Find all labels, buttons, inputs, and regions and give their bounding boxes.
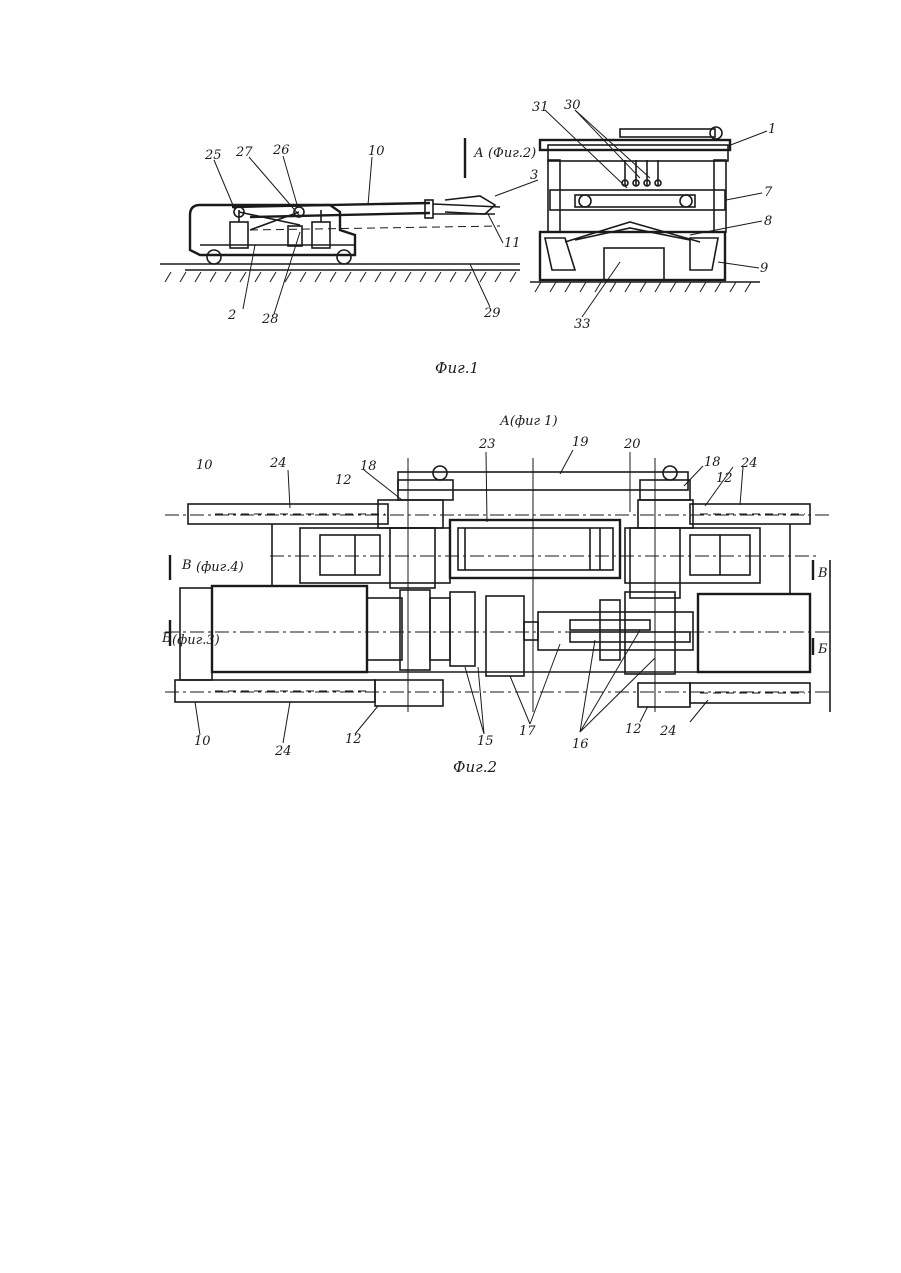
section-b2-left: Б (161, 631, 172, 646)
label-1: 1 (768, 122, 776, 137)
label-18-left: 18 (360, 459, 377, 474)
label-3: 3 (530, 168, 538, 183)
press-base (540, 232, 725, 280)
label-10-bottom: 10 (194, 734, 211, 749)
fig2-view-title: А(фиг 1) (499, 414, 558, 429)
label-12-top-left: 12 (335, 473, 352, 488)
label-19: 19 (572, 435, 589, 450)
label-23: 23 (478, 437, 496, 452)
label-26: 26 (272, 143, 290, 158)
label-29: 29 (483, 306, 501, 321)
section-b-left: В (181, 558, 192, 573)
ground-hatch-left (165, 272, 516, 282)
ground-hatch-right (535, 282, 751, 292)
label-16: 16 (572, 737, 589, 752)
label-24-top-right: 24 (740, 456, 758, 471)
label-9: 9 (760, 261, 768, 276)
label-2: 2 (227, 308, 236, 323)
label-12-top-right: 12 (716, 471, 733, 486)
section-b-left-ref: (фиг.4) (196, 560, 244, 575)
section-b2-left-ref: (фиг.3) (172, 633, 220, 648)
label-31: 31 (532, 100, 549, 115)
fig1-caption: Фиг.1 (435, 359, 479, 377)
label-33: 33 (574, 317, 591, 332)
label-25: 25 (204, 148, 222, 163)
label-18-right: 18 (704, 455, 721, 470)
fig2-caption: Фиг.2 (453, 758, 497, 776)
label-20: 20 (623, 437, 641, 452)
label-10: 10 (368, 144, 385, 159)
label-8: 8 (764, 214, 772, 229)
section-b2-right: Б (817, 642, 828, 657)
label-12-bottom-left: 12 (345, 732, 362, 747)
label-24-bottom-left: 24 (274, 744, 292, 759)
label-27: 27 (235, 145, 253, 160)
label-28: 28 (261, 312, 279, 327)
label-10-top: 10 (196, 458, 213, 473)
label-24-top-left: 24 (269, 456, 287, 471)
label-12-bottom-right: 12 (625, 722, 642, 737)
view-ref-a: А (Фиг.2) (473, 146, 536, 161)
label-7: 7 (764, 185, 773, 200)
fig1-drawing (160, 110, 767, 317)
label-17: 17 (519, 724, 536, 739)
label-30: 30 (564, 98, 581, 113)
wheel-left (207, 250, 221, 264)
label-15: 15 (477, 734, 494, 749)
section-b-right: В (817, 566, 828, 581)
label-11: 11 (504, 236, 521, 251)
wheel-right (337, 250, 351, 264)
fig2-drawing (165, 450, 830, 743)
label-24-bottom-right: 24 (659, 724, 677, 739)
